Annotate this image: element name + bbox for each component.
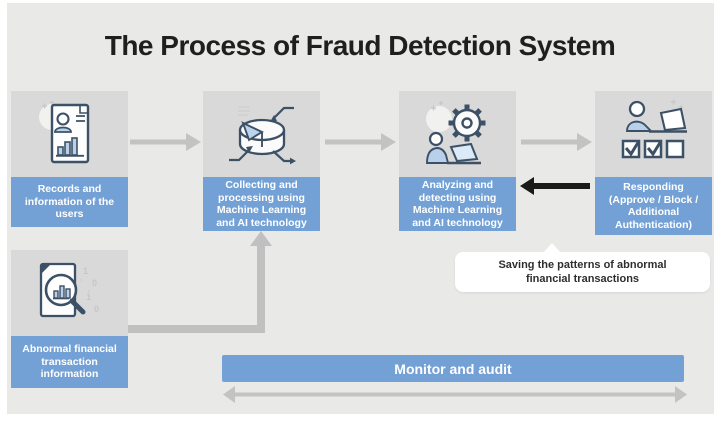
person-laptop-checklist-icon <box>621 99 687 159</box>
document-magnifier-chart-icon: 1 0 1 0 <box>39 262 99 318</box>
node-collecting-icon-area <box>203 91 320 177</box>
transaction-feed-arrow-abnormal-to-collecting <box>128 231 272 333</box>
page-title: The Process of Fraud Detection System <box>104 30 616 61</box>
node-responding-label: Responding (Approve / Block / Additional… <box>595 177 712 235</box>
node-records-icon-area <box>11 91 128 177</box>
node-analyzing-label: Analyzing and detecting using Machine Le… <box>399 177 516 231</box>
flow-arrow-collecting-to-analyzing <box>325 133 396 151</box>
database-pie-collect-icon <box>228 106 296 165</box>
monitor-audit-bar: Monitor and audit <box>222 355 684 382</box>
callout-saving-patterns: Saving the patterns of abnormal financia… <box>455 243 710 292</box>
monitor-range-arrow <box>223 386 687 403</box>
flow-arrow-analyzing-to-responding <box>521 133 592 151</box>
node-abnormal-icon-area: 1 0 1 0 <box>11 250 128 336</box>
node-analyzing: Analyzing and detecting using Machine Le… <box>399 91 516 231</box>
node-collecting: Collecting and processing using Machine … <box>203 91 320 231</box>
binary-digit: 0 <box>92 278 97 288</box>
node-records-label: Records and information of the users <box>11 177 128 227</box>
binary-digit: 1 <box>86 292 91 302</box>
node-abnormal-label: Abnormal financial transaction informati… <box>11 336 128 388</box>
callout-pointer <box>543 243 561 253</box>
binary-digit: 0 <box>94 304 99 314</box>
binary-digit: 1 <box>83 266 88 276</box>
node-responding-icon-area <box>595 91 712 177</box>
monitor-audit-label: Monitor and audit <box>394 360 512 377</box>
node-analyzing-icon-area <box>399 91 516 177</box>
node-records: Records and information of the users <box>11 91 128 227</box>
feedback-arrow-responding-to-analyzing <box>520 177 590 195</box>
node-collecting-label: Collecting and processing using Machine … <box>203 177 320 231</box>
node-responding: Responding (Approve / Block / Additional… <box>595 91 712 235</box>
flow-arrow-records-to-collecting <box>130 133 201 151</box>
person-laptop-gear-icon <box>425 101 485 165</box>
document-user-chart-icon <box>38 101 89 164</box>
node-abnormal: 1 0 1 0 Abnormal financial transaction i… <box>11 250 128 388</box>
